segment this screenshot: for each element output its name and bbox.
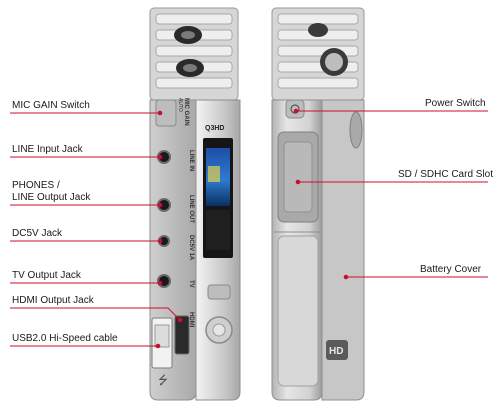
leader-hdmi xyxy=(10,307,181,321)
brand-print: Q3HD xyxy=(205,125,224,132)
label-battery-cover: Battery Cover xyxy=(420,264,482,275)
label-dc5v: DC5V Jack xyxy=(12,228,63,239)
line-out-print: LINE OUT xyxy=(188,195,194,223)
auto-print: AUTO xyxy=(177,98,183,112)
label-phones-line2: LINE Output Jack xyxy=(12,192,91,203)
right-edge-wheel[interactable] xyxy=(349,111,363,149)
left-mic-cage xyxy=(149,7,239,101)
label-tv-output: TV Output Jack xyxy=(12,270,81,281)
label-power-switch: Power Switch xyxy=(425,98,486,109)
hd-badge-text: HD xyxy=(329,346,343,357)
mic-gain-print: MIC GAIN xyxy=(183,98,189,126)
hd-badge xyxy=(326,340,348,360)
label-hdmi-output: HDMI Output Jack xyxy=(12,295,94,306)
dc-print: DC5V 1A xyxy=(188,235,194,261)
svg-text:⭍: ⭍ xyxy=(158,373,168,387)
line-in-print: LINE IN xyxy=(188,150,194,171)
tv-print: TV xyxy=(188,280,194,288)
right-mic-cage xyxy=(271,7,365,101)
hdmi-output-port[interactable] xyxy=(174,315,190,355)
label-usb: USB2.0 Hi-Speed cable xyxy=(12,333,118,344)
label-line-input: LINE Input Jack xyxy=(12,144,83,155)
right-front-edge xyxy=(321,99,365,401)
label-sd-slot: SD / SDHC Card Slot xyxy=(398,169,494,180)
left-menu-button[interactable] xyxy=(207,284,231,300)
label-mic-gain: MIC GAIN Switch xyxy=(12,100,90,111)
leader-lines xyxy=(10,108,488,349)
right-device: HD xyxy=(271,7,365,401)
hdmi-print: HDMI xyxy=(188,312,194,328)
left-device: ⭍ Q3HD LINE IN LINE OUT DC5V 1A TV HDMI … xyxy=(149,7,241,401)
label-phones-line1: PHONES / xyxy=(12,180,60,191)
battery-cover[interactable] xyxy=(277,235,319,387)
